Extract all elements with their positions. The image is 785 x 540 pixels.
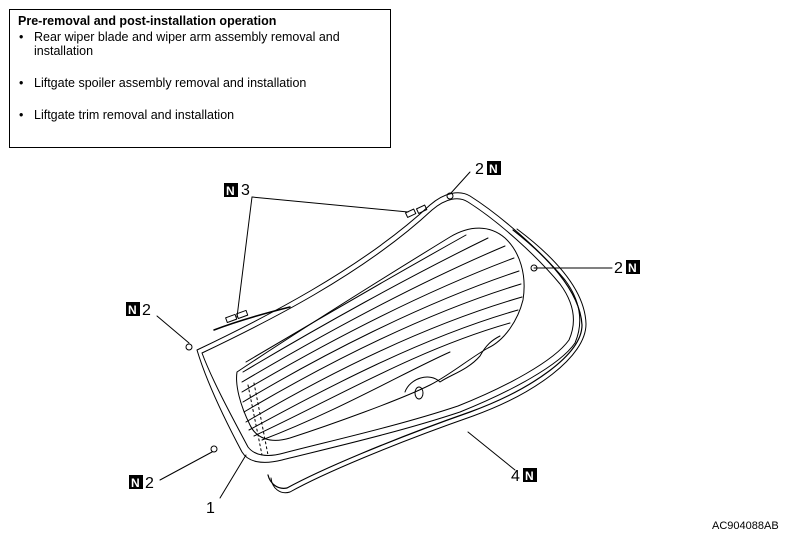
defroster-line <box>242 237 489 373</box>
leader-line <box>450 171 471 194</box>
dotted-strip <box>247 384 263 456</box>
n-badge-letter: N <box>131 476 140 490</box>
n-badge-letter: N <box>128 303 137 317</box>
n-badge-letter: N <box>525 469 534 483</box>
note-item-wiper: Rear wiper blade and wiper arm assembly … <box>18 30 382 58</box>
side-molding <box>267 229 583 489</box>
defroster-line <box>242 270 520 403</box>
defroster-line <box>253 322 511 437</box>
callout-4: 4 <box>511 468 520 485</box>
note-list: Rear wiper blade and wiper arm assembly … <box>18 30 382 122</box>
clip <box>225 313 238 324</box>
n-badge-letter: N <box>226 184 235 198</box>
callout-2-right: 2 <box>614 260 623 277</box>
leader-line <box>159 451 213 481</box>
note-item-trim: Liftgate trim removal and installation <box>18 108 382 122</box>
n-badge <box>523 468 537 482</box>
clip <box>236 309 249 320</box>
leader-line <box>467 431 516 471</box>
callout-2-left-upper: 2 <box>142 302 151 319</box>
defroster-line <box>241 245 506 383</box>
leader-line <box>251 196 409 213</box>
clip <box>405 208 417 218</box>
defroster-line <box>248 309 519 431</box>
upper-weatherstrip <box>213 306 291 331</box>
n-badge <box>224 183 238 197</box>
figure-id: AC904088AB <box>712 520 779 532</box>
callout-2-left-lower: 2 <box>145 475 154 492</box>
glass-inner-area <box>236 227 525 441</box>
defroster-line <box>245 296 523 423</box>
wiper-hole <box>414 386 424 400</box>
dotted-strip <box>253 382 269 456</box>
pre-removal-note-box: Pre-removal and post-installation operat… <box>9 9 391 148</box>
n-badge-letter: N <box>489 162 498 176</box>
leader-line <box>236 196 253 318</box>
callout-2-top: 2 <box>475 161 484 178</box>
n-badge <box>126 302 140 316</box>
callout-1: 1 <box>206 500 215 517</box>
callout-3: 3 <box>241 182 250 199</box>
leader-line <box>156 315 190 344</box>
n-badge-letter: N <box>628 261 637 275</box>
n-badge <box>129 475 143 489</box>
clip <box>416 204 428 214</box>
defroster-line <box>261 351 451 441</box>
note-title: Pre-removal and post-installation operat… <box>18 14 277 28</box>
n-badge <box>626 260 640 274</box>
glass-outer-outline-inner <box>201 198 574 456</box>
wiper-notch <box>404 335 501 393</box>
fastener <box>446 192 454 200</box>
fastener <box>210 445 218 453</box>
leader-line <box>219 454 247 499</box>
defroster-line <box>241 257 515 393</box>
defroster-line <box>245 234 467 363</box>
defroster-line <box>243 283 522 413</box>
n-badge <box>487 161 501 175</box>
glass-outer-outline <box>196 192 581 463</box>
note-item-spoiler: Liftgate spoiler assembly removal and in… <box>18 76 382 90</box>
fastener <box>185 343 193 351</box>
side-molding-inner <box>270 228 587 494</box>
